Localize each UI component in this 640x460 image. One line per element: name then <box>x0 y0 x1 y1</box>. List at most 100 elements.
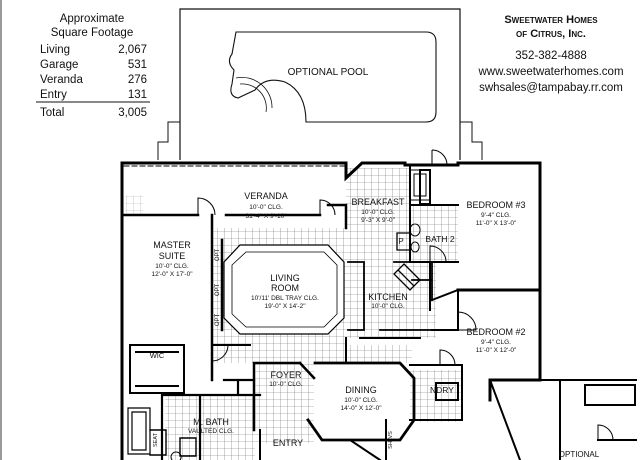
tile-veranda-strip <box>125 195 143 215</box>
tub-outline <box>127 407 151 455</box>
dining-size: 14'-0" X 12'-0" <box>340 405 382 412</box>
footage-total-value: 3,005 <box>118 107 147 119</box>
tile-hallway <box>212 345 412 363</box>
company-phone: 352-382-4888 <box>515 50 587 62</box>
door-bedroom3 <box>429 245 447 263</box>
opt-label-2: OPT <box>215 284 221 297</box>
wic-walls <box>129 344 185 394</box>
kitchen-island <box>393 263 421 291</box>
door-laundry <box>439 349 456 366</box>
pantry-label: P <box>398 237 403 246</box>
mbath-label: M. BATH <box>193 417 229 427</box>
breakfast-label: BREAKFAST <box>351 197 405 207</box>
company-info: Sweetwater Homes of Citrus, Inc. 352-382… <box>477 14 623 94</box>
breakfast-ceiling: 10'-0" CLG. <box>361 209 395 216</box>
kitchen-label: KITCHEN <box>368 292 408 302</box>
foyer-label: FOYER <box>270 370 302 380</box>
bath2-walls <box>409 164 459 263</box>
opt-label-3: OPT <box>215 314 221 327</box>
footage-value-garage: 531 <box>128 59 147 71</box>
right-garage-wall <box>488 378 637 460</box>
bedroom3-label: BEDROOM #3 <box>466 200 525 210</box>
door-pool-bath <box>431 149 448 166</box>
door-right-garage <box>597 424 614 441</box>
footage-title-1: Approximate <box>60 13 125 25</box>
bedroom3-ceiling: 9'-4" CLG. <box>481 212 511 219</box>
dining-label: DINING <box>345 385 377 395</box>
room-labels: VERANDA 10'-0" CLG. 31'-4" X 9'-10" BREA… <box>150 191 600 459</box>
footage-value-living: 2,067 <box>118 44 147 56</box>
tile-foyer <box>254 363 314 443</box>
wic-label: WIC <box>150 351 165 360</box>
pool-area: OPTIONAL POOL <box>157 8 483 160</box>
opt-label-1: OPT <box>215 249 221 262</box>
living-tray-inner <box>231 251 338 328</box>
master-label-1: MASTER <box>153 240 191 250</box>
master-east-wall <box>210 213 224 382</box>
company-email: swhsales@tampabay.rr.com <box>479 82 623 94</box>
dining-ceiling: 10'-0" CLG. <box>344 397 378 404</box>
doors <box>197 149 614 441</box>
mbath-toilet <box>170 451 182 460</box>
footage-title-2: Square Footage <box>51 27 133 39</box>
bath2-label: BATH 2 <box>425 234 454 244</box>
mbath-walls <box>160 378 262 460</box>
bedroom3-size: 11'-0" X 13'-0" <box>476 220 517 227</box>
tile-floors <box>125 168 462 460</box>
door-veranda-master <box>197 197 216 216</box>
pool-label: OPTIONAL POOL <box>288 67 369 78</box>
shelves-label: SHLVS <box>388 431 394 449</box>
walls <box>120 161 637 460</box>
footage-label-garage: Garage <box>40 59 78 71</box>
bedroom2-ceiling: 9'-4" CLG. <box>481 339 511 346</box>
footage-label-veranda: Veranda <box>40 74 83 86</box>
mbath-ceiling: VAULTED CLG. <box>188 428 234 435</box>
breakfast-tub-box <box>409 169 431 201</box>
master-size: 12'-0" X 17'-0" <box>151 271 193 278</box>
footage-value-veranda: 276 <box>128 74 147 86</box>
breakfast-size: 9'-3" X 9'-0" <box>361 217 396 224</box>
bedroom2-label: BEDROOM #2 <box>466 327 525 337</box>
laundry-label: NDRY <box>430 385 454 395</box>
door-bedroom2 <box>457 311 477 331</box>
fridge <box>396 232 411 251</box>
living-label-2: ROOM <box>271 283 299 293</box>
optional-garage-label: OPTIONAL <box>559 450 600 459</box>
company-website: www.sweetwaterhomes.com <box>477 66 623 78</box>
pool-spa-arc <box>235 77 273 113</box>
company-name-2: of Citrus, Inc. <box>516 28 586 40</box>
veranda-ceiling: 10'-0" CLG. <box>249 204 283 211</box>
living-octagon-outline <box>223 244 345 335</box>
tile-breakfast <box>346 168 410 260</box>
door-master-hall <box>211 344 229 362</box>
footage-total-label: Total <box>40 107 64 119</box>
pool-enclosure <box>179 8 461 160</box>
tile-bath2 <box>410 205 458 261</box>
tile-kitchen <box>346 258 436 338</box>
seat-label: SEAT <box>153 432 159 447</box>
pool-outline <box>228 31 437 123</box>
bedroom2-size: 11'-0" X 12'-0" <box>476 347 517 354</box>
kitchen-ceiling: 10'-0" CLG. <box>371 303 405 310</box>
shower-enclosure <box>149 429 197 457</box>
tile-living-surround <box>212 228 346 345</box>
square-footage-table: Approximate Square Footage Living 2,067 … <box>36 13 150 119</box>
closet-walls <box>429 261 459 331</box>
master-ceiling: 10'-0" CLG. <box>155 263 189 270</box>
laundry-walls <box>409 364 463 421</box>
living-ceiling: 10'/11' DBL TRAY CLG. <box>251 295 319 302</box>
foyer-ceiling: 10'-0" CLG. <box>269 381 303 388</box>
footage-label-living: Living <box>40 44 70 56</box>
veranda-label: VERANDA <box>244 191 288 201</box>
footage-label-entry: Entry <box>40 89 67 101</box>
toilet-bath2 <box>409 223 421 253</box>
veranda-south-wall <box>120 203 348 230</box>
door-veranda-breakfast <box>319 199 336 216</box>
master-label-2: SUITE <box>159 251 186 261</box>
pool-enclosure-steps <box>157 121 483 160</box>
living-label-1: LIVING <box>270 273 300 283</box>
foyer-walls <box>252 361 316 432</box>
living-size: 19'-0" X 14'-2" <box>264 303 306 310</box>
entry-walls <box>259 419 387 460</box>
